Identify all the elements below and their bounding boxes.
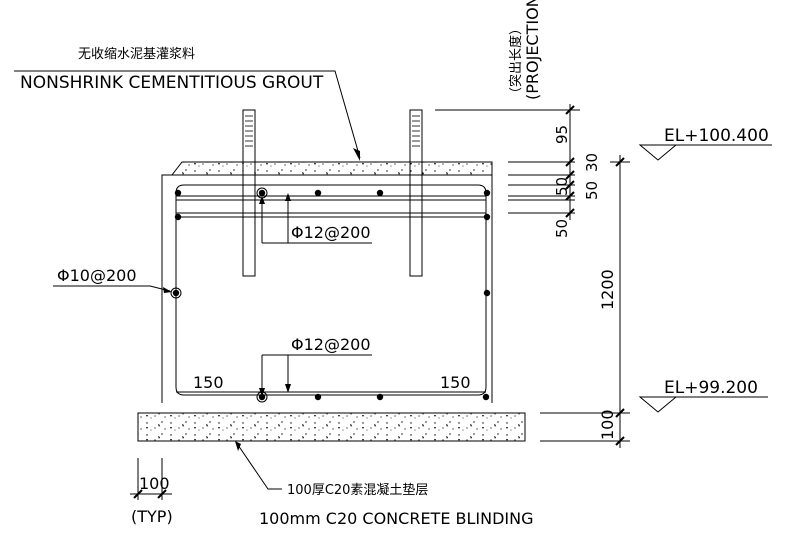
side-bars-arrow [163, 287, 172, 293]
dim-tick [565, 157, 575, 167]
dim-tick [615, 436, 625, 446]
cover-left-label: 150 [193, 373, 224, 392]
rebar-dot [483, 289, 491, 297]
rebar-dot [258, 189, 266, 197]
top-mesh-arrow-1 [259, 196, 265, 204]
dim-grout-thickness: 30 [583, 153, 601, 172]
grout-label-cn: 无收缩水泥基灌浆料 [78, 46, 195, 62]
bottom-mesh-arrow-1 [259, 388, 265, 397]
dim-tick [565, 191, 575, 201]
top-mesh-arrow-2 [285, 193, 291, 201]
dim-tick [565, 105, 575, 115]
elevation-marker-top: EL+100.400 [638, 126, 772, 161]
rebar-dot [483, 213, 491, 221]
elevation-bottom-label: EL+99.200 [664, 378, 758, 398]
rebar-dot [376, 393, 384, 401]
rebar-dot [314, 189, 322, 197]
dim-spacing-top: 50 [553, 177, 571, 196]
rebar-dot [314, 393, 322, 401]
dim-tick [615, 157, 625, 167]
anchor-bolt-left [242, 109, 256, 277]
dim-tick [615, 408, 625, 418]
grout-leader-arrow [353, 148, 360, 161]
rebar-cage [175, 184, 487, 396]
grout-label-en: NONSHRINK CEMENTITIOUS GROUT [20, 73, 324, 93]
projection-label-en: (PROJECTION) [523, 0, 542, 100]
rebar-dot [174, 189, 182, 197]
dim-spacing-low: 50 [553, 219, 571, 238]
dim-projection: 95 [553, 125, 571, 144]
pedestal-outline [161, 174, 493, 403]
rebar-dot [174, 213, 182, 221]
grout-layer [170, 161, 493, 176]
side-bars-label: Φ10@200 [57, 266, 137, 285]
typ-label: (TYP) [131, 507, 173, 526]
rebar-dot [376, 189, 384, 197]
top-mesh-label: Φ12@200 [291, 223, 371, 242]
blinding-label-cn: 100厚C20素混凝土垫层 [287, 482, 428, 498]
rebar-dot [172, 289, 180, 297]
projection-label: （突出长度） (PROJECTION) [508, 0, 542, 100]
side-bars-leader [53, 285, 171, 292]
dim-tick [565, 180, 575, 190]
blinding-leader [237, 444, 282, 490]
typ-tick-right [157, 489, 167, 499]
blinding-layer [137, 412, 526, 442]
dim-blinding: 100 [598, 409, 617, 440]
dim-tick [565, 170, 575, 180]
rebar-dot [482, 393, 490, 401]
cover-right-label: 150 [440, 373, 471, 392]
grout-leader [14, 70, 361, 159]
typ-tick-left [133, 489, 143, 499]
rebar-dot [170, 287, 182, 299]
bottom-mesh-label: Φ12@200 [291, 335, 371, 354]
typ-width-label: 100 [139, 474, 170, 493]
blinding-arrow [235, 441, 241, 451]
rebar-dot [483, 189, 491, 197]
dim-tick [565, 208, 575, 218]
bottom-mesh-arrow-2 [285, 384, 291, 393]
dim-height: 1200 [598, 269, 617, 310]
projection-label-cn: （突出长度） [508, 22, 524, 100]
anchor-bolt-right [409, 109, 423, 277]
elevation-marker-bottom: EL+99.200 [638, 378, 768, 413]
blinding-label-en: 100mm C20 CONCRETE BLINDING [259, 509, 534, 528]
dim-spacing-mid: 50 [583, 181, 601, 200]
elevation-top-label: EL+100.400 [664, 126, 769, 146]
